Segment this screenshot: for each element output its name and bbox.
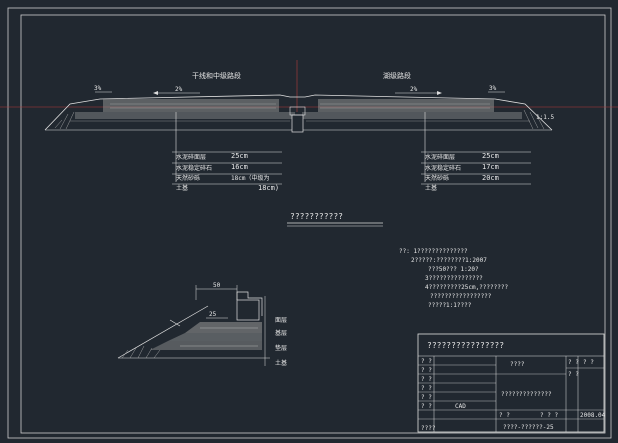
title-block-sheet-label: ? ? <box>499 412 510 419</box>
title-block-cell-7: ???? <box>421 425 436 432</box>
detail-dim-top: 50 <box>213 282 221 289</box>
side-slope-label: 1:1.5 <box>536 114 554 121</box>
title-block-row-label-2: ? ? <box>568 371 579 378</box>
notes-line-5: ????????????????? <box>430 293 492 300</box>
detail-dim-inner: 25 <box>209 311 217 318</box>
slope-left-outer: 3% <box>94 85 102 92</box>
slope-right-inner: 2% <box>410 86 418 93</box>
left-layer-table: 水泥碎面层 25cm 水泥稳定碎石 16cm 天然砂砾 18cm（中级为 18c… <box>172 151 282 192</box>
left-layer-3-extra: 18cm) <box>258 184 279 192</box>
median-drain <box>291 114 304 133</box>
notes-line-6: ?????1:1???? <box>428 302 472 309</box>
left-layer-2-thickness: 16cm <box>231 163 248 171</box>
title-block-cell-4: ? ? <box>421 385 432 392</box>
notes-line-3: 3??????????????? <box>425 275 483 282</box>
detail-layer-label-3: 垫层 <box>275 344 287 352</box>
left-layer-3-thickness: 18cm（中级为 <box>231 174 269 182</box>
detail-title: ??????????? <box>290 212 343 221</box>
notes-line-1: 2?????:????????1:2007 <box>411 257 487 264</box>
section-label-right: 湖级路段 <box>383 71 411 80</box>
right-layer-3-name: 天然砂砾 <box>425 174 449 182</box>
title-block-cell-3: ? ? <box>421 376 432 383</box>
detail-layer-label-1: 面层 <box>275 317 287 324</box>
title-block-main-title: ???????????????? <box>427 341 504 350</box>
left-layer-2-name: 水泥稳定碎石 <box>176 164 212 172</box>
right-layer-2-name: 水泥稳定碎石 <box>425 164 461 172</box>
title-block-cell-2: ? ? <box>421 367 432 374</box>
title-block-row-value: ? ? <box>583 359 594 366</box>
right-layer-3-thickness: 20cm <box>482 174 499 182</box>
detail-layer-label-4: 土基 <box>275 359 287 367</box>
title-block-date: 2008.04 <box>580 412 606 419</box>
road-cross-section: 干线和中级路段 湖级路段 3% 2% 2% 3% <box>44 71 554 192</box>
notes-line-4: 4?????????25cm,???????? <box>425 284 508 291</box>
inner-frame <box>20 14 606 434</box>
title-block-date-label: ? ? ? <box>540 412 558 419</box>
right-layer-1-thickness: 25cm <box>482 152 499 160</box>
title-block-cell-5: ? ? <box>421 394 432 401</box>
title-block-row-label: ? ? <box>568 359 579 366</box>
title-block-drawing-no: ????-??????-25 <box>503 424 554 431</box>
right-layer-table: 水泥碎面层 25cm 水泥稳定碎石 17cm 天然砂砾 20cm 土基 <box>421 151 531 192</box>
left-layer-1-name: 水泥碎面层 <box>176 153 206 161</box>
section-label-left: 干线和中级路段 <box>192 71 241 80</box>
outer-frame <box>7 7 612 439</box>
notes-block: ??: 1?????????????? 2?????:????????1:200… <box>399 248 508 309</box>
slope-left-inner: 2% <box>175 86 183 93</box>
left-base-label: 土基 <box>176 184 188 192</box>
title-block-software: CAD <box>455 403 466 410</box>
right-layer-1-name: 水泥碎面层 <box>425 153 455 161</box>
right-layer-2-thickness: 17cm <box>482 163 499 171</box>
right-base-label: 土基 <box>425 184 437 192</box>
title-block: ???????????????? ???? ?????????????? ? ?… <box>417 333 606 433</box>
title-block-cell-1: ? ? <box>421 358 432 365</box>
title-block-drawing-name: ?????????????? <box>501 391 552 398</box>
notes-line-2: ???50??? 1:20? <box>428 266 479 273</box>
curb-detail: 50 25 面层 基层 垫层 土基 <box>117 282 287 367</box>
left-layer-3-name: 天然砂砾 <box>176 174 200 182</box>
title-block-cell-6: ? ? <box>421 403 432 410</box>
detail-layer-label-2: 基层 <box>275 329 287 337</box>
left-layer-1-thickness: 25cm <box>231 152 248 160</box>
notes-heading: ??: 1?????????????? <box>399 248 468 255</box>
title-block-project: ???? <box>510 361 525 368</box>
slope-right-outer: 3% <box>489 85 497 92</box>
